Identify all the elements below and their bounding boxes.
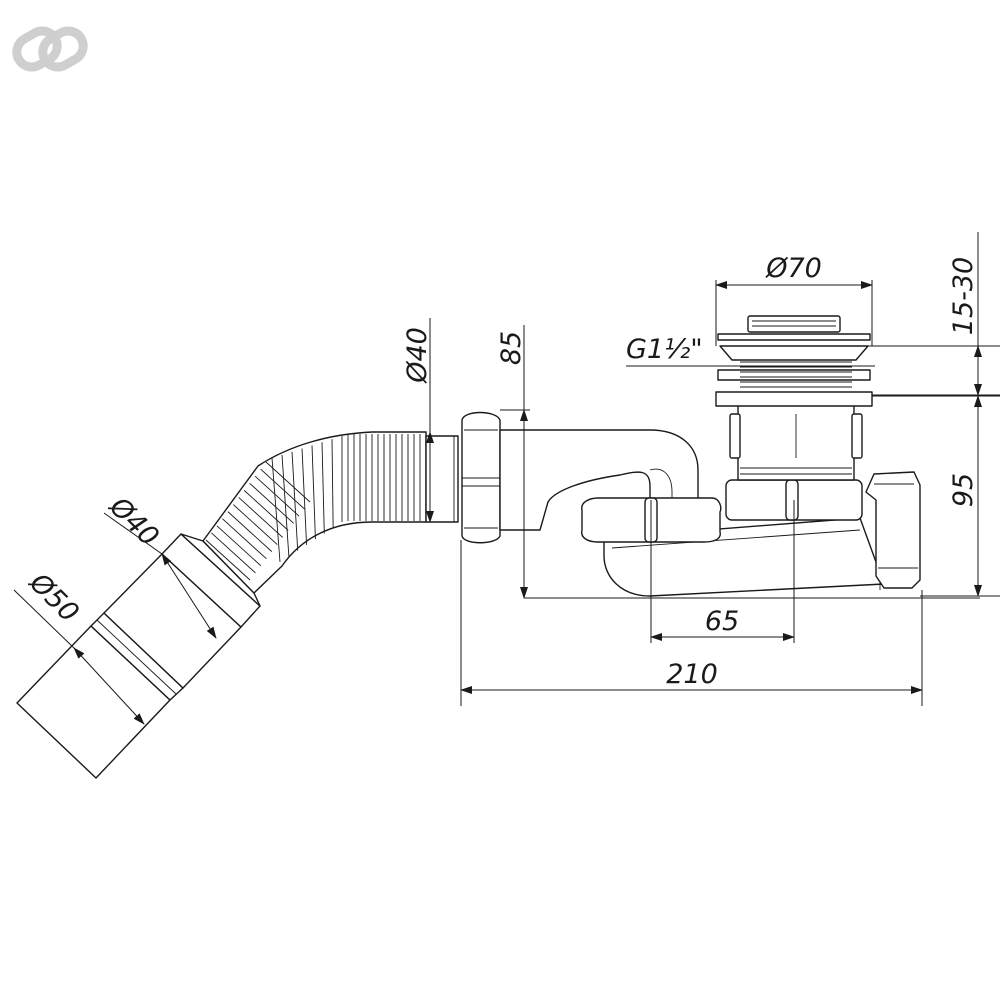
rib-line bbox=[331, 439, 334, 528]
rib-line bbox=[227, 511, 273, 552]
dim-d50-label: Ø50 bbox=[23, 567, 85, 629]
dim-85: 85 bbox=[496, 325, 980, 599]
rib-line bbox=[243, 490, 289, 531]
rib-line bbox=[211, 532, 256, 574]
dim-d40-hose-label: Ø40 bbox=[103, 491, 165, 553]
dim-95-label: 95 bbox=[948, 473, 979, 507]
dim-15-30-label: 15-30 bbox=[948, 257, 979, 335]
rib-line bbox=[216, 525, 262, 567]
rib-line bbox=[271, 457, 281, 563]
rib-line bbox=[311, 445, 316, 540]
dim-15-30: 15-30 bbox=[860, 232, 1000, 396]
rib-line bbox=[321, 442, 325, 534]
rib-line bbox=[254, 475, 300, 517]
link-logo-icon bbox=[12, 26, 88, 72]
dim-65: 65 bbox=[650, 500, 795, 643]
dim-95: 95 bbox=[872, 395, 1000, 597]
plug-assembly bbox=[715, 315, 873, 521]
corrugated-hose bbox=[202, 431, 427, 594]
rib-line bbox=[265, 461, 311, 503]
union-connector bbox=[425, 411, 501, 544]
dim-thread: G1½" bbox=[626, 334, 875, 367]
dim-85-label: 85 bbox=[496, 331, 527, 365]
dim-210: 210 bbox=[460, 540, 923, 706]
dim-65-label: 65 bbox=[705, 606, 739, 637]
rib-line bbox=[291, 451, 299, 551]
overflow-fitting bbox=[865, 471, 921, 589]
rib-line bbox=[238, 497, 284, 538]
rib-line bbox=[232, 504, 278, 545]
thread-lines bbox=[740, 361, 852, 388]
dim-d40-top-label: Ø40 bbox=[402, 327, 433, 384]
rib-line bbox=[260, 468, 305, 510]
rib-line bbox=[281, 454, 290, 557]
dim-d70: Ø70 bbox=[715, 253, 873, 346]
rib-line bbox=[205, 539, 251, 581]
dim-210-label: 210 bbox=[666, 659, 718, 690]
dim-d40-top: Ø40 bbox=[402, 318, 434, 523]
rib-line bbox=[249, 482, 294, 524]
hose-ribs-diagonal bbox=[205, 461, 311, 581]
dim-d70-label: Ø70 bbox=[765, 253, 822, 284]
dim-thread-label: G1½" bbox=[626, 334, 703, 365]
hose-ribs-bend bbox=[271, 436, 343, 563]
hose-ribs-straight bbox=[347, 434, 421, 521]
rib-line bbox=[222, 518, 267, 560]
